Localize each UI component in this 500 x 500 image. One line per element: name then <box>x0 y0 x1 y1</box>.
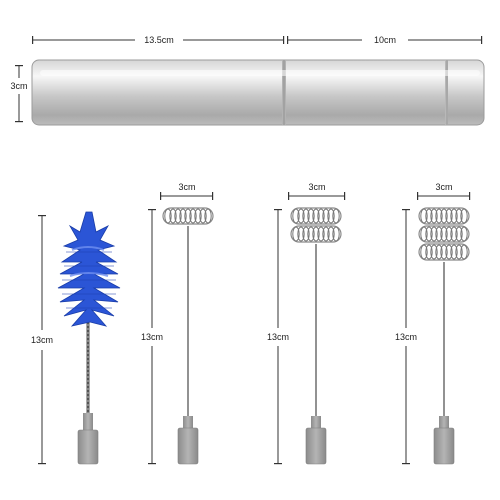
spring-coil <box>445 208 453 224</box>
spring-coil <box>420 244 428 260</box>
spring-coil <box>455 208 463 224</box>
spring-coil <box>420 208 428 224</box>
handle-dimension-top: 13.5cm 10cm <box>32 35 483 45</box>
spring-coil <box>327 226 335 242</box>
whisk-1-height-label: 13cm <box>141 332 163 342</box>
spring-coil <box>435 226 443 242</box>
spring-coil <box>164 208 172 224</box>
spring-coil <box>174 208 182 224</box>
spring-coil <box>322 226 330 242</box>
spring-coil <box>450 244 458 260</box>
spring-coil <box>450 226 458 242</box>
spring-ring <box>290 225 342 243</box>
spring-ring <box>418 207 470 225</box>
spring-coil <box>332 226 340 242</box>
spring-coil <box>322 208 330 224</box>
spring-coil <box>312 208 320 224</box>
spring-coil <box>455 244 463 260</box>
handle-length-label-2: 10cm <box>374 35 396 45</box>
spring-coil <box>440 226 448 242</box>
spring-coil <box>420 226 428 242</box>
handle-diameter-label: 3cm <box>10 81 27 91</box>
spring-coil <box>302 208 310 224</box>
spring-coil <box>307 208 315 224</box>
spring-coil <box>292 208 300 224</box>
whisk-1-width-dimension: 3cm <box>160 182 214 200</box>
spring-coil <box>169 208 177 224</box>
handle-body <box>31 59 485 126</box>
whisk-1-handle <box>177 416 199 465</box>
spring-coil <box>317 226 325 242</box>
whisk-1-width-label: 3cm <box>178 182 195 192</box>
spring-coil <box>327 208 335 224</box>
whisk-2-handle <box>305 416 327 465</box>
whisk-3-width-dimension: 3cm <box>417 182 471 200</box>
whisk-2-spring-head <box>290 207 342 243</box>
whisk-2-width-label: 3cm <box>308 182 325 192</box>
spring-coil <box>184 208 192 224</box>
brush-handle <box>77 413 99 465</box>
spring-coil <box>307 226 315 242</box>
spring-coil <box>435 244 443 260</box>
spring-coil <box>189 208 197 224</box>
spring-coil <box>425 208 433 224</box>
whisk-3-width-label: 3cm <box>435 182 452 192</box>
triple-spring-whisk: 3cm 13cm <box>395 182 471 465</box>
whisk-1-height-dimension: 13cm <box>141 209 163 465</box>
spring-coil <box>317 208 325 224</box>
spring-ring <box>162 207 214 225</box>
spring-coil <box>332 208 340 224</box>
whisk-3-height-dimension: 13cm <box>395 209 417 465</box>
double-spring-whisk: 3cm 13cm <box>267 182 346 465</box>
spring-coil <box>204 208 212 224</box>
spring-coil <box>430 244 438 260</box>
brush-bristles <box>57 211 121 327</box>
spring-coil <box>425 244 433 260</box>
whisk-3-spring-head <box>418 207 470 261</box>
whisk-3-height-label: 13cm <box>395 332 417 342</box>
spring-coil <box>194 208 202 224</box>
spring-coil <box>460 244 468 260</box>
single-spring-whisk: 3cm 13cm <box>141 182 214 465</box>
spring-coil <box>435 208 443 224</box>
spring-coil <box>430 226 438 242</box>
brush-height-dimension: 13cm <box>31 215 53 465</box>
spring-coil <box>179 208 187 224</box>
spring-coil <box>460 226 468 242</box>
spring-coil <box>460 208 468 224</box>
spring-coil <box>312 226 320 242</box>
whisk-2-width-dimension: 3cm <box>288 182 346 200</box>
spring-coil <box>440 244 448 260</box>
spring-coil <box>440 208 448 224</box>
spring-coil <box>445 244 453 260</box>
handle-length-label-1: 13.5cm <box>144 35 174 45</box>
spring-ring <box>290 207 342 225</box>
cleaning-brush: 13cm <box>31 211 121 465</box>
whisk-2-height-label: 13cm <box>267 332 289 342</box>
spring-ring <box>418 243 470 261</box>
spring-coil <box>450 208 458 224</box>
spring-ring <box>418 225 470 243</box>
whisk-2-height-dimension: 13cm <box>267 209 289 465</box>
whisk-1-spring-head <box>162 207 214 225</box>
spring-coil <box>455 226 463 242</box>
spring-coil <box>292 226 300 242</box>
spring-coil <box>297 208 305 224</box>
brush-height-label: 13cm <box>31 335 53 345</box>
spring-coil <box>425 226 433 242</box>
whisk-3-handle <box>433 416 455 465</box>
spring-coil <box>297 226 305 242</box>
spring-coil <box>445 226 453 242</box>
spring-coil <box>199 208 207 224</box>
spring-coil <box>302 226 310 242</box>
spring-coil <box>430 208 438 224</box>
handle-dimension-left: 3cm <box>10 65 28 123</box>
